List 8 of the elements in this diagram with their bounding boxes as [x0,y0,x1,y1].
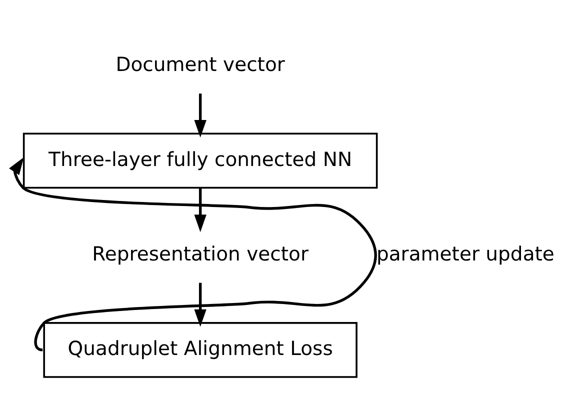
node-box: Three-layer fully connected NN [22,132,378,189]
arrow [194,188,206,232]
node-box: Quadruplet Alignment Loss [43,322,358,378]
edge-label: parameter update [376,242,554,266]
node-text: Representation vector [92,242,308,266]
node-text: Document vector [116,53,285,76]
arrow [194,94,206,138]
arrow [194,282,206,327]
